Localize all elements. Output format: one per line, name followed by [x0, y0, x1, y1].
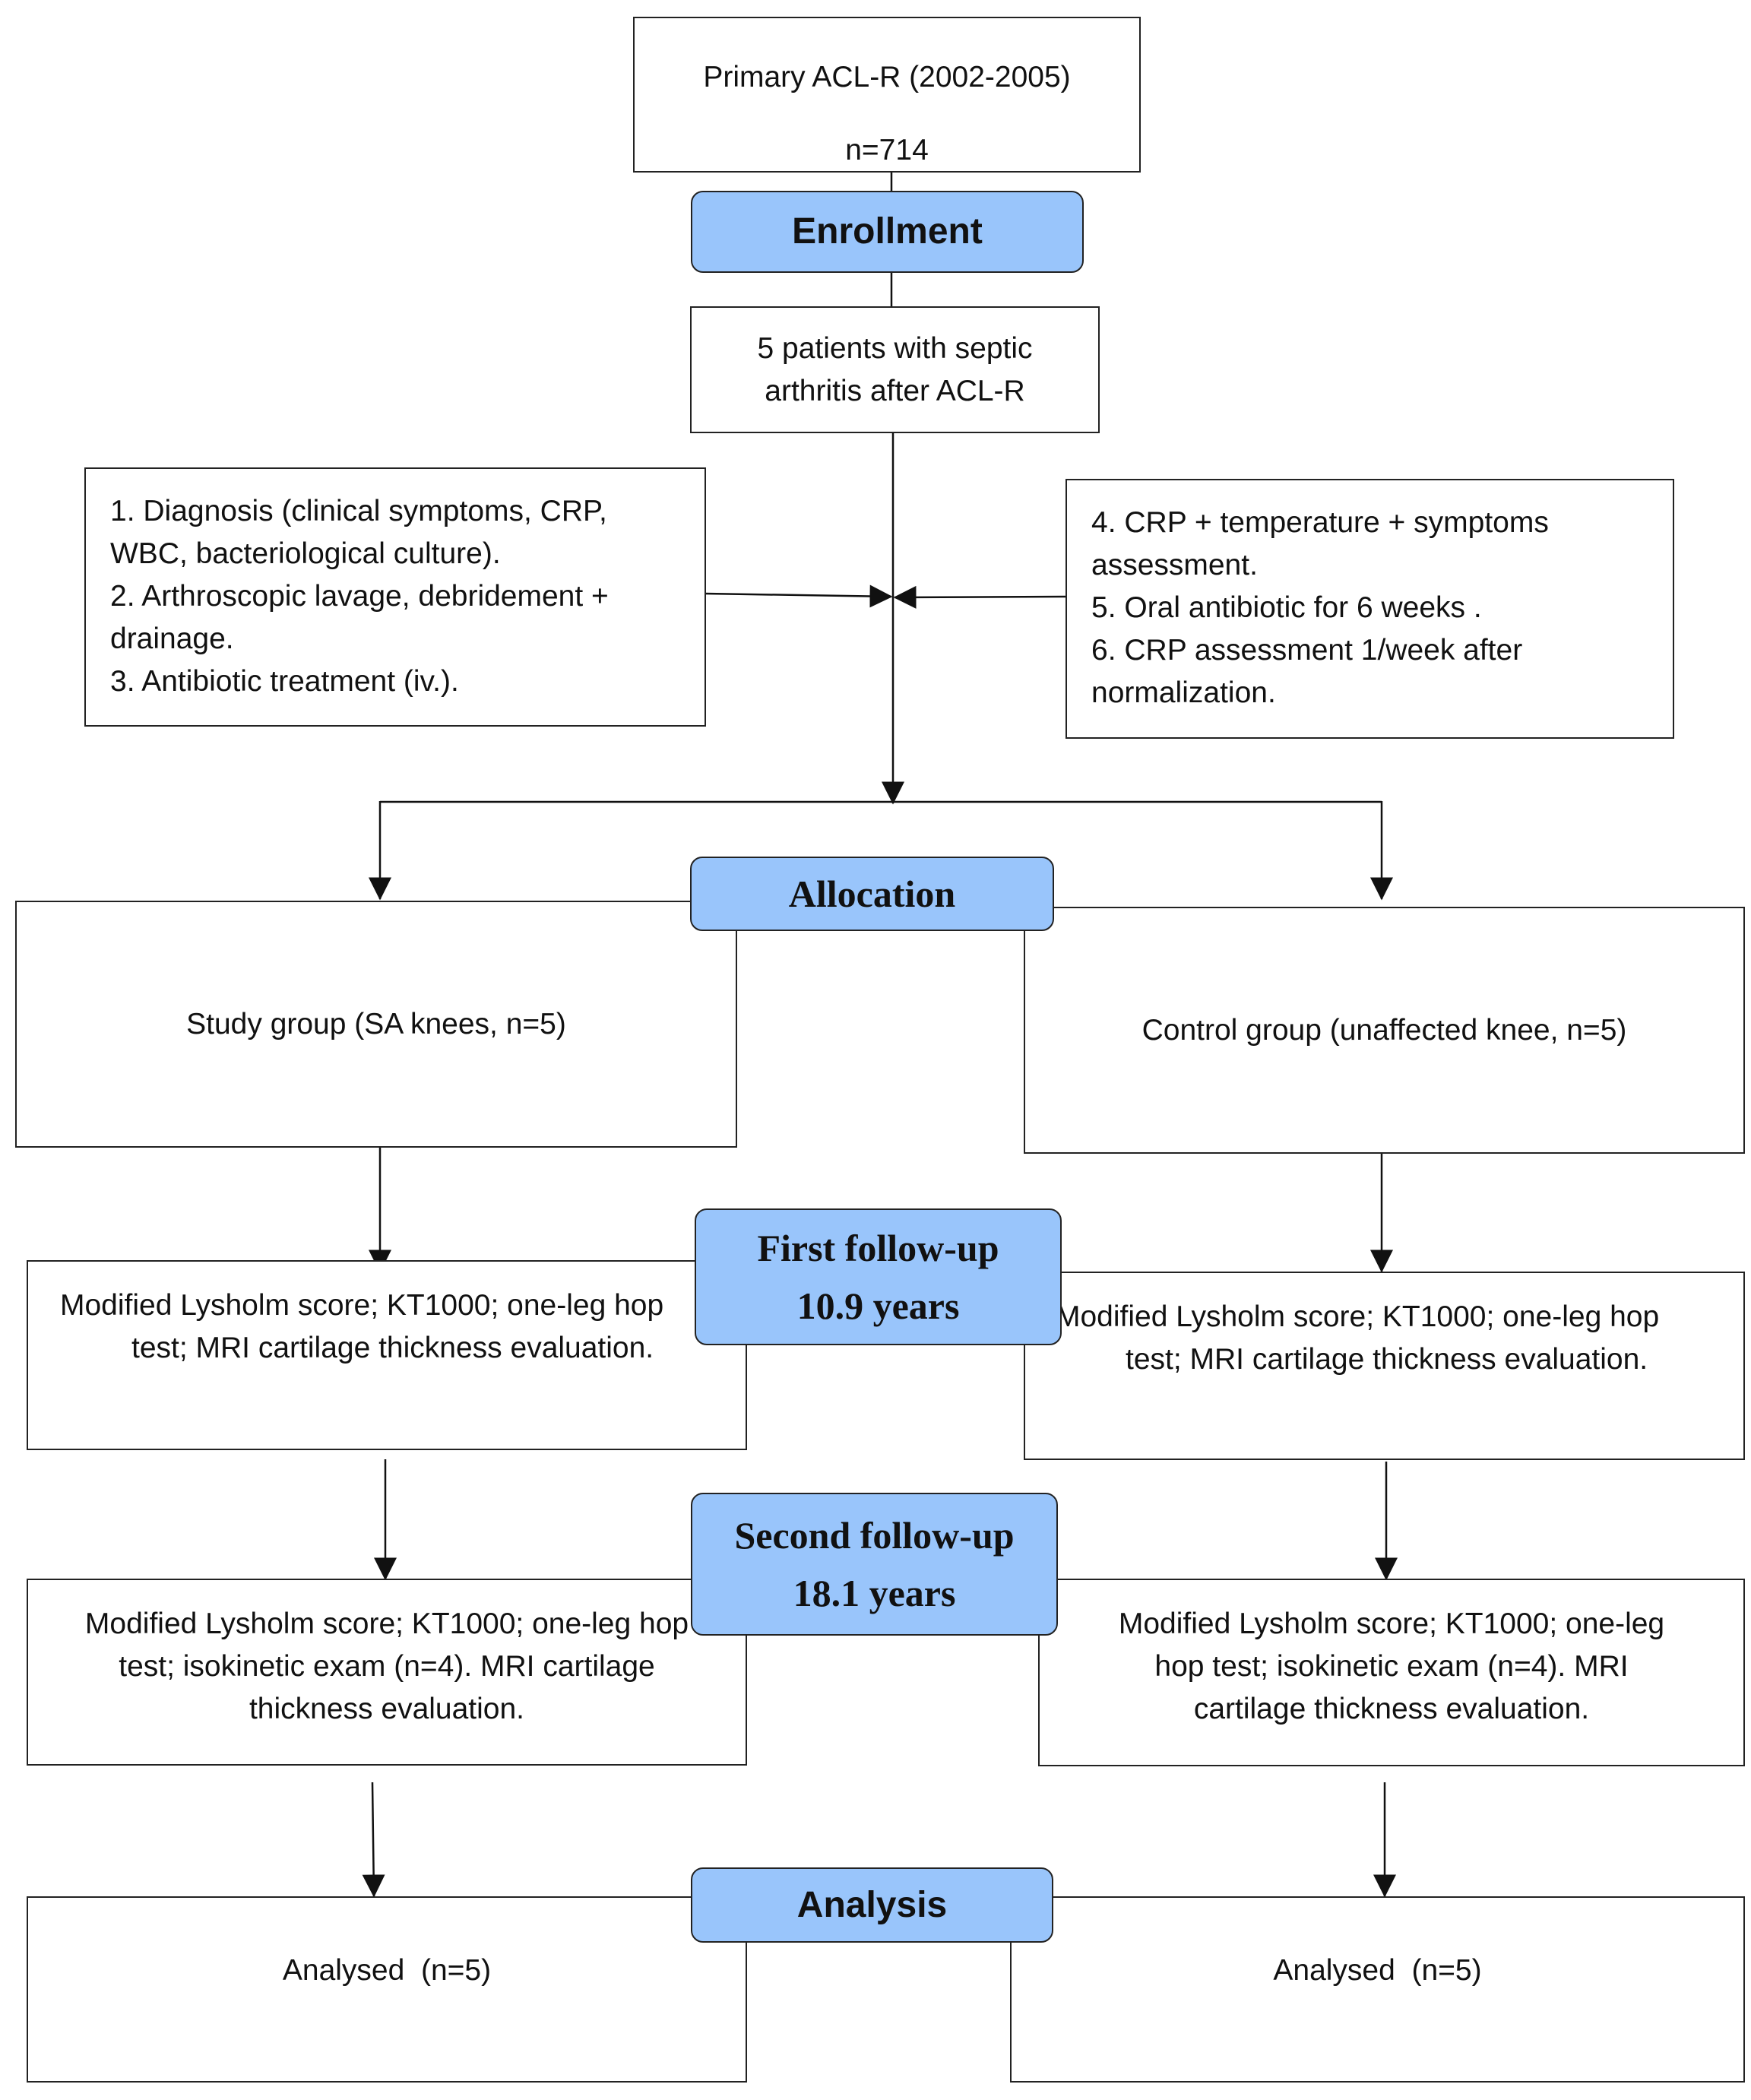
right-first-followup-box: Modified Lysholm score; KT1000; one-leg … [1024, 1272, 1745, 1460]
stage-analysis-label: Analysis [796, 1884, 948, 1925]
stage-enrollment: Enrollment [691, 191, 1084, 273]
left-step-line: WBC, bacteriological culture). [110, 537, 501, 570]
left-second-followup-line-2: test; isokinetic exam (n=4). MRI cartila… [119, 1650, 655, 1683]
stage-second-followup-line-1: Second follow-up [734, 1514, 1015, 1557]
stage-allocation-label: Allocation [788, 873, 956, 915]
right-first-followup-line-2: test; MRI cartilage thickness evaluation… [1126, 1343, 1648, 1376]
right-first-followup-line-1: Modified Lysholm score; KT1000; one-leg … [1056, 1300, 1660, 1333]
stage-analysis: Analysis [691, 1867, 1053, 1943]
stage-first-followup: First follow-up 10.9 years [695, 1208, 1062, 1345]
left-first-followup-line-1: Modified Lysholm score; KT1000; one-leg … [60, 1289, 664, 1322]
primary-acl-title: Primary ACL-R (2002-2005) [703, 61, 1071, 93]
left-step-line: 2. Arthroscopic lavage, debridement + [110, 580, 609, 613]
right-step-line: 6. CRP assessment 1/week after [1091, 634, 1523, 667]
study-group-label: Study group (SA knees, n=5) [186, 1007, 566, 1040]
left-step-line: 3. Antibiotic treatment (iv.). [110, 665, 459, 698]
right-steps-box: 4. CRP + temperature + symptoms assessme… [1065, 479, 1674, 739]
septic-line-2: arthritis after ACL-R [765, 374, 1025, 407]
stage-second-followup: Second follow-up 18.1 years [691, 1493, 1058, 1636]
primary-acl-count: n=714 [845, 134, 929, 166]
right-analysed-label: Analysed (n=5) [1273, 1954, 1482, 1987]
right-step-line: 5. Oral antibiotic for 6 weeks . [1091, 591, 1482, 624]
left-steps-box: 1. Diagnosis (clinical symptoms, CRP, WB… [84, 467, 706, 727]
right-second-followup-line-1: Modified Lysholm score; KT1000; one-leg [1118, 1607, 1665, 1640]
left-step-line: drainage. [110, 622, 234, 655]
right-step-line: 4. CRP + temperature + symptoms [1091, 506, 1549, 539]
left-second-followup-line-1: Modified Lysholm score; KT1000; one-leg … [84, 1607, 689, 1640]
stage-first-followup-line-1: First follow-up [757, 1227, 999, 1269]
right-second-followup-box: Modified Lysholm score; KT1000; one-leg … [1038, 1579, 1745, 1766]
stage-second-followup-line-2: 18.1 years [793, 1572, 956, 1614]
left-second-followup-line-3: thickness evaluation. [249, 1693, 525, 1725]
right-step-line: assessment. [1091, 549, 1258, 581]
stage-first-followup-line-2: 10.9 years [796, 1284, 960, 1327]
stage-enrollment-label: Enrollment [792, 211, 983, 252]
primary-acl-box: Primary ACL-R (2002-2005) n=714 [633, 17, 1141, 173]
right-second-followup-line-3: cartilage thickness evaluation. [1193, 1693, 1590, 1725]
stage-allocation: Allocation [690, 857, 1054, 931]
left-second-followup-box: Modified Lysholm score; KT1000; one-leg … [27, 1579, 747, 1766]
connector-left-steps [705, 584, 893, 608]
study-group-box: Study group (SA knees, n=5) [15, 901, 737, 1148]
left-step-line: 1. Diagnosis (clinical symptoms, CRP, [110, 495, 607, 527]
septic-arthritis-box: 5 patients with septic arthritis after A… [690, 306, 1100, 433]
arrow-to-left-analysed [362, 1782, 385, 1898]
control-group-box: Control group (unaffected knee, n=5) [1024, 907, 1745, 1154]
right-second-followup-line-2: hop test; isokinetic exam (n=4). MRI [1154, 1650, 1629, 1683]
right-analysed-box: Analysed (n=5) [1010, 1896, 1745, 2083]
septic-line-1: 5 patients with septic [757, 331, 1033, 365]
right-step-line: normalization. [1091, 676, 1276, 709]
left-first-followup-box: Modified Lysholm score; KT1000; one-leg … [27, 1260, 747, 1450]
left-first-followup-line-2: test; MRI cartilage thickness evaluation… [131, 1332, 654, 1364]
left-analysed-box: Analysed (n=5) [27, 1896, 747, 2083]
left-analysed-label: Analysed (n=5) [282, 1954, 492, 1987]
control-group-label: Control group (unaffected knee, n=5) [1141, 1013, 1627, 1047]
